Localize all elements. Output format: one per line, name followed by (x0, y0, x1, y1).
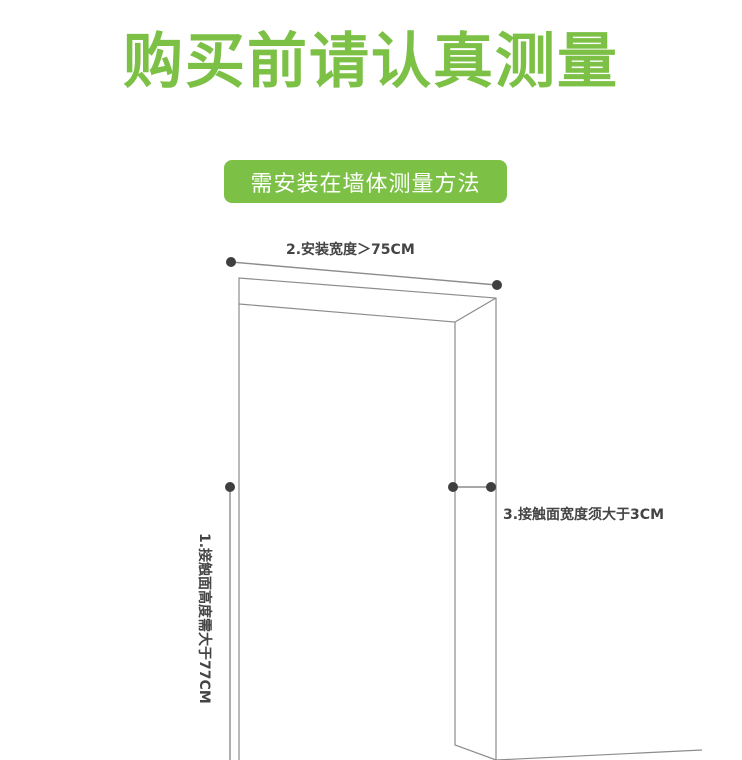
contact-width-dot-left (448, 482, 458, 492)
width-label: 2.安装宽度＞75CM (286, 241, 415, 258)
floor-line (495, 749, 703, 760)
contact-width-dot-right (486, 482, 496, 492)
width-measure-dot-right (492, 280, 502, 290)
width-measure-line (230, 261, 498, 286)
contact-height-dot-top (225, 482, 235, 492)
frame-outer-outline (238, 277, 497, 760)
contact-height-label: 1.接触面高度需大于77CM (196, 533, 213, 704)
width-measure-dot-left (226, 257, 236, 267)
frame-top-corner-line (454, 297, 497, 323)
page-title: 购买前请认真测量 (123, 27, 619, 97)
contact-width-label: 3.接触面宽度须大于3CM (503, 506, 664, 523)
frame-inner-outline (238, 303, 497, 760)
method-badge: 需安装在墙体测量方法 (224, 160, 507, 203)
